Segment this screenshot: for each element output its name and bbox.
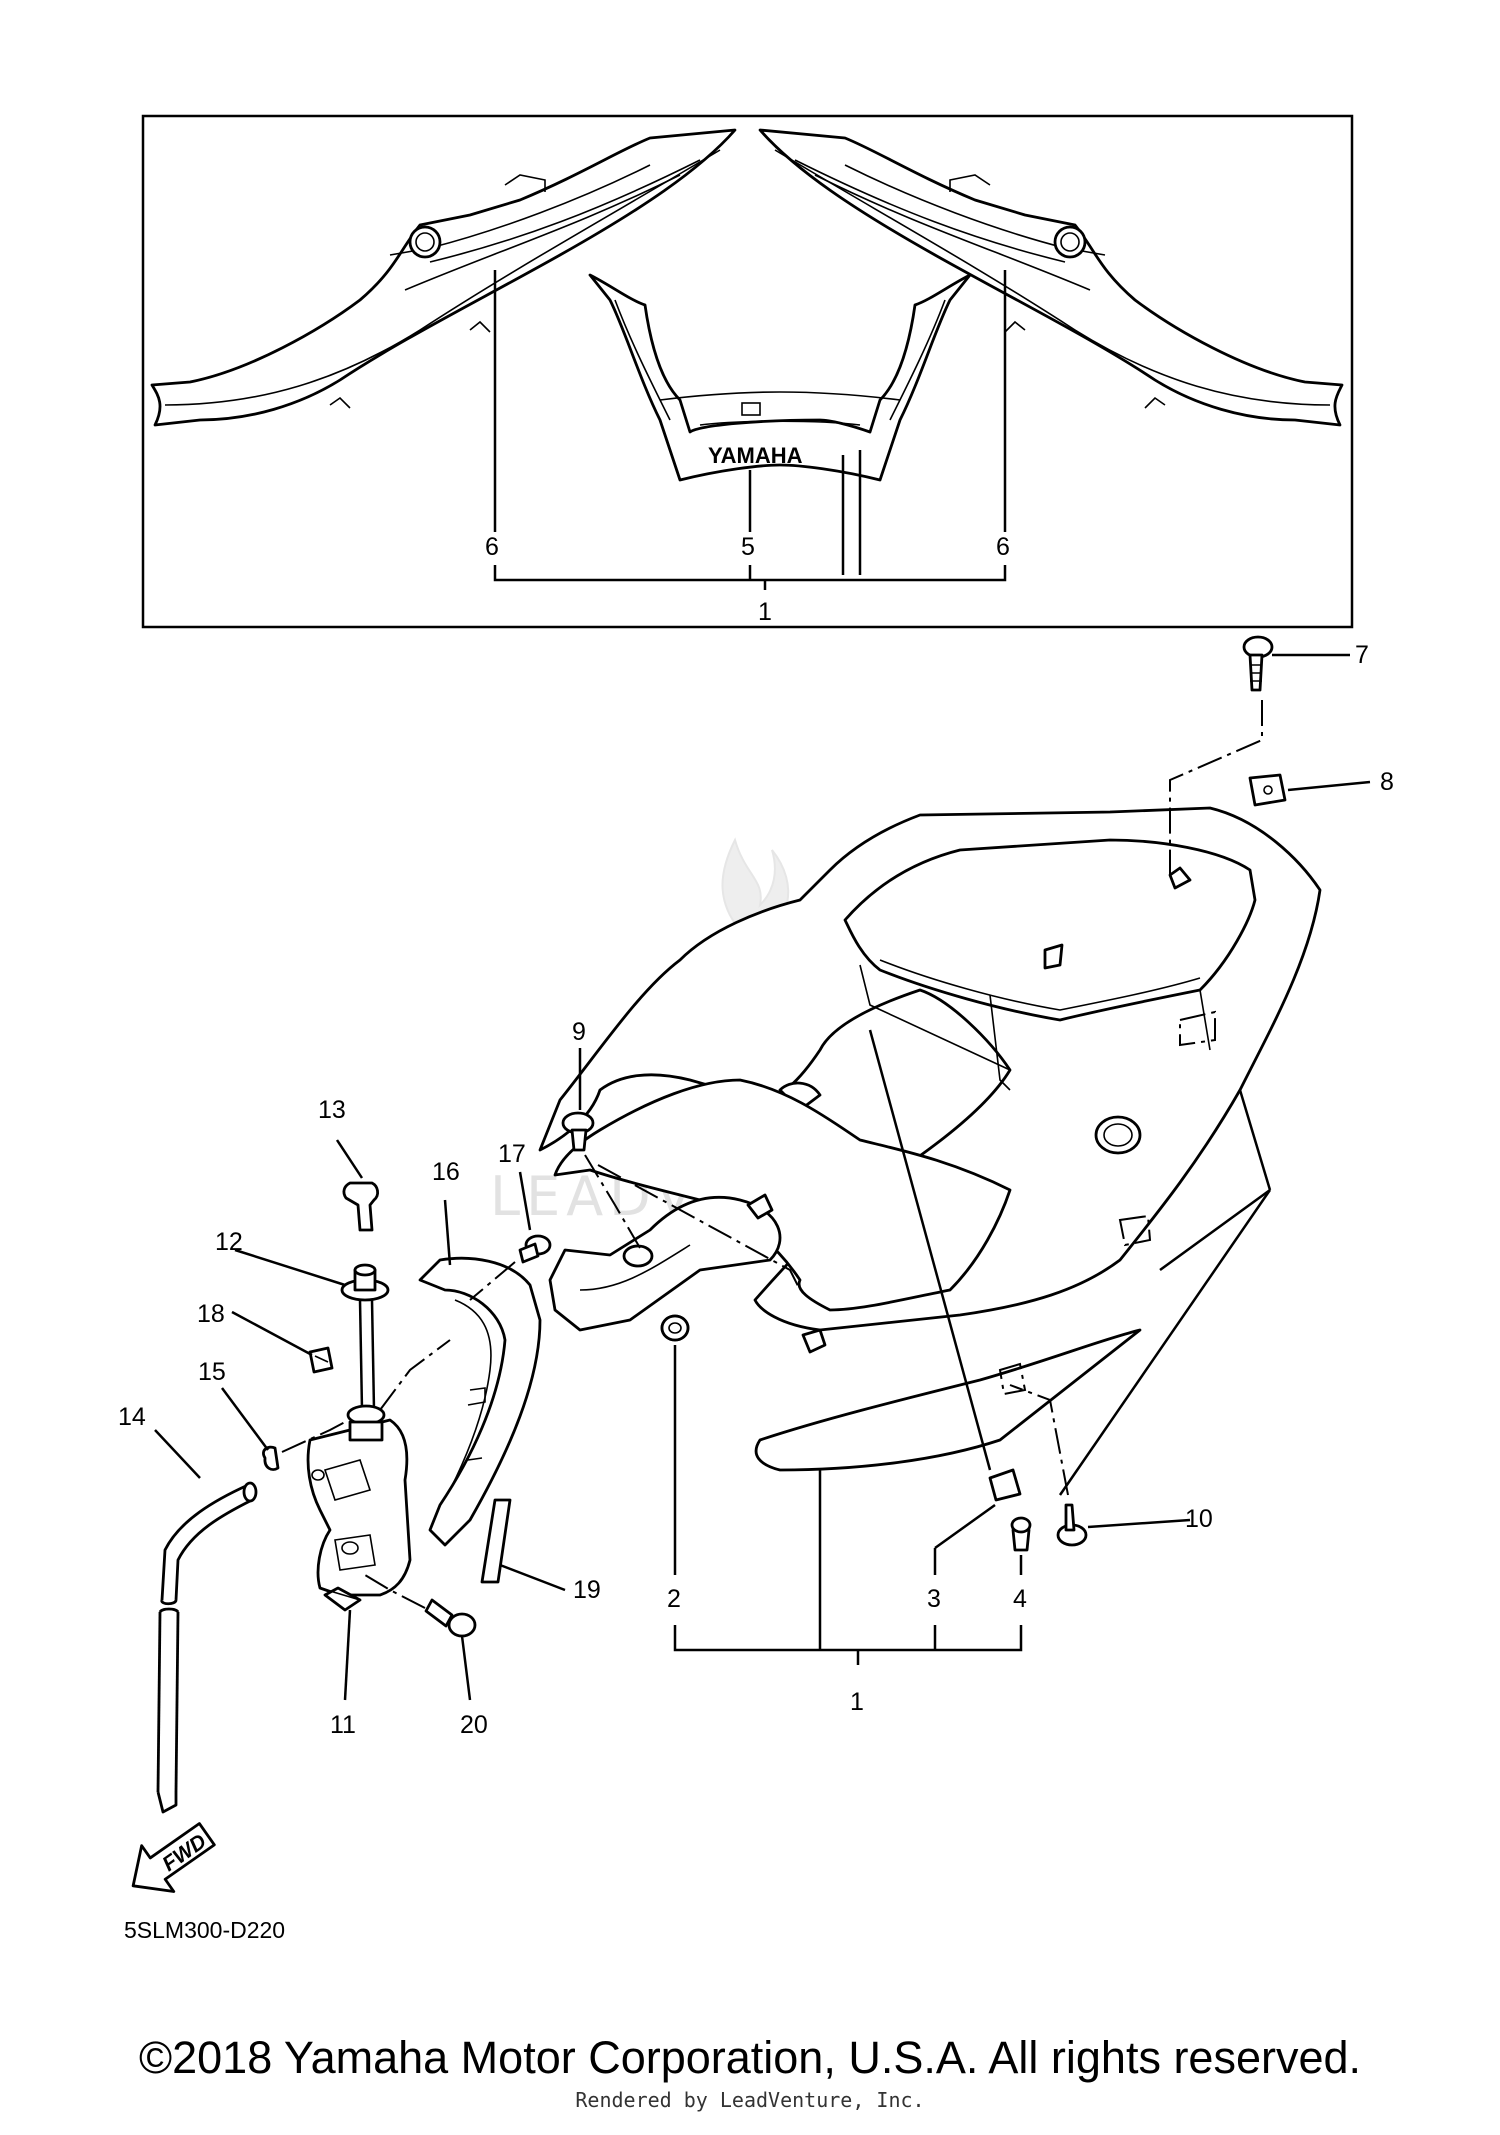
callout-15: 15 (198, 1358, 226, 1386)
callout-16: 16 (432, 1158, 460, 1186)
clip-18-icon (308, 1346, 334, 1374)
callout-10: 10 (1185, 1505, 1213, 1533)
reservoir-11-icon (306, 1418, 412, 1597)
callout-6-right: 6 (996, 533, 1010, 561)
copyright-notice: ©2018 Yamaha Motor Corporation, U.S.A. A… (138, 2032, 1362, 2083)
clamp-15-icon (262, 1445, 280, 1471)
yamaha-brand-text: YAMAHA (708, 443, 803, 468)
fwd-arrow-icon: FWD (131, 1822, 216, 1893)
callout-9: 9 (572, 1018, 586, 1046)
clip-3-icon (988, 1468, 1022, 1502)
callout-20: 20 (460, 1711, 488, 1739)
bracket-16-icon (418, 1256, 542, 1547)
callout-12: 12 (215, 1228, 243, 1256)
tail-cowl-center: YAMAHA (588, 273, 972, 482)
callout-1-inset: 1 (758, 598, 772, 626)
callout-11: 11 (330, 1711, 356, 1739)
callout-4: 4 (1013, 1585, 1027, 1613)
hardware-9: 9 (561, 1018, 801, 1291)
callout-3: 3 (927, 1585, 941, 1613)
callout-1-main: 1 (850, 1688, 864, 1716)
tape-19-icon (480, 1498, 512, 1584)
grommet-2-icon (660, 1314, 690, 1342)
callout-14: 14 (118, 1403, 146, 1431)
inset-panel: YAMAHA 6 5 6 1 (141, 114, 1354, 629)
seat-cowl-assembly (538, 806, 1322, 1472)
callout-6-left: 6 (485, 533, 499, 561)
callout-18: 18 (197, 1300, 225, 1328)
left-assembly: 16 19 17 11 12 13 (118, 1096, 601, 1814)
rendered-by-notice: Rendered by LeadVenture, Inc. (575, 2088, 925, 2112)
callout-2: 2 (667, 1585, 681, 1613)
bolt-20-icon (447, 1612, 477, 1638)
nut-8-icon (1248, 773, 1287, 807)
hardware-right: 7 8 10 (1009, 635, 1394, 1547)
callout-13: 13 (318, 1096, 346, 1124)
hardware-lower: 2 3 4 1 (660, 1029, 1032, 1716)
callout-5: 5 (741, 533, 755, 561)
side-cover-left (150, 128, 737, 427)
callout-17: 17 (498, 1140, 526, 1168)
breather-13-icon (342, 1181, 379, 1232)
diagram-code: 5SLM300-D220 (124, 1917, 285, 1943)
hose-14-icon (160, 1483, 249, 1601)
callout-7: 7 (1355, 641, 1369, 669)
inset-frame (141, 114, 1354, 629)
callout-19: 19 (573, 1576, 601, 1604)
side-cover-right (758, 128, 1344, 427)
callout-8: 8 (1380, 768, 1394, 796)
